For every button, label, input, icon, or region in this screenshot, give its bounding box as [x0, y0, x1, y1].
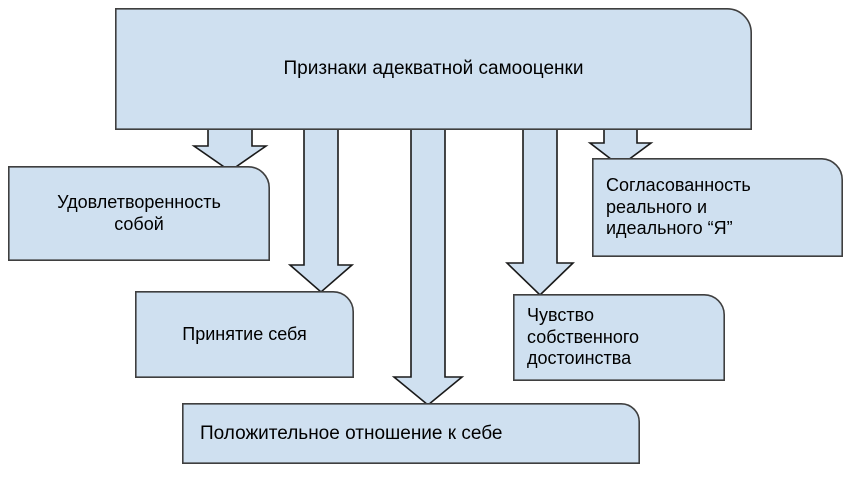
node-title[interactable]: Признаки адекватной самооценки [115, 8, 752, 130]
node-congruence-label: Согласованность реального и идеального “… [606, 174, 751, 239]
node-satisfaction-label: Удовлетворенность собой [57, 191, 221, 234]
node-positive-shape[interactable] [182, 402, 640, 464]
node-satisfaction[interactable]: Удовлетворенность собой [8, 166, 270, 261]
node-acceptance[interactable]: Принятие себя [135, 291, 354, 378]
node-positive-label: Положительное отношение к себе [200, 422, 503, 444]
arrow-to-satisfaction-icon [191, 128, 269, 172]
arrow-to-positive-icon [391, 128, 465, 407]
arrow-to-acceptance-icon [287, 128, 355, 294]
arrow-to-congruence-icon [587, 128, 654, 168]
connector-group [191, 128, 654, 407]
node-dignity-shape[interactable] [513, 293, 725, 381]
node-title-shape[interactable] [115, 7, 752, 130]
node-dignity[interactable]: Чувство собственного достоинства [513, 294, 725, 381]
node-positive[interactable]: Положительное отношение к себе [182, 403, 640, 464]
node-dignity-label: Чувство собственного достоинства [527, 304, 640, 369]
node-congruence-shape[interactable] [592, 158, 843, 257]
node-shape-group [8, 7, 843, 464]
node-satisfaction-shape[interactable] [8, 165, 270, 261]
node-acceptance-shape[interactable] [135, 290, 354, 378]
node-congruence[interactable]: Согласованность реального и идеального “… [592, 158, 843, 257]
node-acceptance-label: Принятие себя [182, 323, 307, 344]
arrow-to-dignity-icon [505, 128, 575, 297]
node-title-label: Признаки адекватной самооценки [283, 58, 584, 80]
